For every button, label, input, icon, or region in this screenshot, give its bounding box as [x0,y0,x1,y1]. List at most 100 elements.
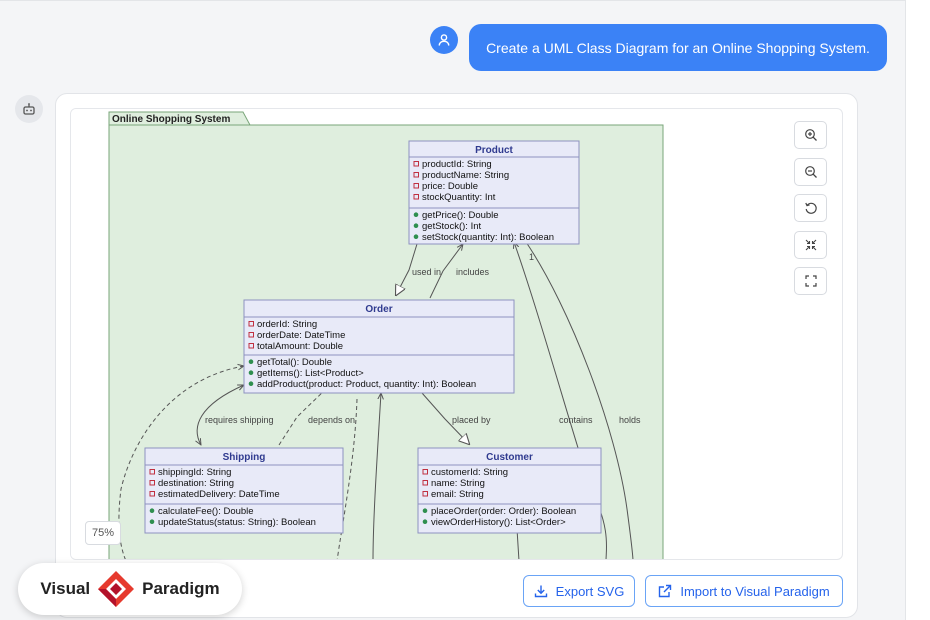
public-visibility-icon [422,519,428,524]
visual-paradigm-logo: Visual Paradigm [18,563,242,615]
import-to-visual-paradigm-button[interactable]: Import to Visual Paradigm [645,575,843,607]
logo-text-left: Visual [40,579,91,598]
class-name: Customer [486,452,533,463]
class-attribute: orderId: String [257,319,317,330]
private-visibility-icon [248,343,254,349]
private-visibility-icon [413,161,419,167]
label-holds: holds [619,415,641,425]
fullscreen-button[interactable] [794,267,827,295]
visual-paradigm-logo-icon [98,571,135,607]
private-visibility-icon [413,183,419,189]
public-visibility-icon [422,508,428,513]
class-method: addProduct(product: Product, quantity: I… [257,379,476,390]
relation-requires-shipping [197,385,244,445]
user-avatar [430,26,458,54]
class-attribute: productName: String [422,170,509,181]
label-requires-shipping: requires shipping [205,415,274,425]
class-attribute: productId: String [422,159,492,170]
public-visibility-icon [149,508,155,513]
public-visibility-icon [413,212,419,217]
zoom-in-button[interactable] [794,121,827,149]
diagram-canvas[interactable]: Online Shopping System used in includes … [70,108,843,560]
private-visibility-icon [413,172,419,178]
fit-view-button[interactable] [794,231,827,259]
relation-holds [525,241,634,559]
right-scroll-strip [905,0,930,620]
class-attribute: estimatedDelivery: DateTime [158,489,280,500]
class-method: updateStatus(status: String): Boolean [158,517,316,528]
top-divider [0,0,905,1]
private-visibility-icon [149,491,155,497]
relation-used-in [396,243,418,295]
bot-avatar [15,95,43,123]
class-box [243,299,515,394]
rotate-ccw-icon [804,202,817,214]
user-icon [438,34,450,46]
private-visibility-icon [422,480,428,486]
robot-icon [23,103,35,115]
class-name: Shipping [223,452,266,463]
external-link-icon [659,584,672,598]
class-attribute: destination: String [158,478,234,489]
class-attribute: price: Double [422,181,478,192]
relation-dashed-center [336,398,358,559]
user-message: Create a UML Class Diagram for an Online… [469,24,887,71]
public-visibility-icon [413,234,419,239]
relation-includes [429,244,463,299]
reset-view-button[interactable] [794,194,827,222]
diagram-card: Online Shopping System used in includes … [55,93,858,618]
export-svg-button[interactable]: Export SVG [523,575,635,607]
class-box [417,447,602,534]
public-visibility-icon [248,359,254,364]
class-name: Product [475,145,513,156]
label-contains: contains [559,415,593,425]
private-visibility-icon [422,469,428,475]
class-method: placeOrder(order: Order): Boolean [431,506,576,517]
export-svg-label: Export SVG [555,583,625,599]
private-visibility-icon [149,480,155,486]
private-visibility-icon [422,491,428,497]
class-method: setStock(quantity: Int): Boolean [422,232,554,243]
class-box [408,140,580,245]
public-visibility-icon [248,381,254,387]
uml-class-diagram: Online Shopping System used in includes … [71,109,667,559]
package-name: Online Shopping System [112,114,230,125]
label-multiplicity: 1 [529,252,534,262]
shrink-icon [805,239,816,251]
label-depends-on: depends on [308,415,355,425]
zoom-out-icon [804,166,817,178]
private-visibility-icon [248,332,254,338]
zoom-level-indicator: 75% [85,521,121,545]
download-icon [534,585,547,598]
class-method: viewOrderHistory(): List<Order> [431,517,566,528]
class-attribute: name: String [431,478,485,489]
class-attribute: shippingId: String [158,467,231,478]
label-used-in: used in [412,267,441,277]
public-visibility-icon [149,519,155,524]
relation-dashed-left [118,366,244,559]
logo-text-right: Paradigm [142,579,220,598]
class-attribute: email: String [431,489,484,500]
private-visibility-icon [149,469,155,475]
import-vp-label: Import to Visual Paradigm [680,583,830,599]
class-attribute: stockQuantity: Int [422,192,496,203]
class-method: getTotal(): Double [257,357,332,368]
class-attribute: customerId: String [431,467,508,478]
label-includes: includes [456,267,490,277]
class-box [144,447,344,534]
class-attribute: totalAmount: Double [257,341,343,352]
class-name: Order [365,304,392,315]
class-method: getStock(): Int [422,221,481,232]
private-visibility-icon [413,194,419,200]
class-attribute: orderDate: DateTime [257,330,345,341]
fullscreen-icon [804,275,817,287]
zoom-out-button[interactable] [794,158,827,186]
public-visibility-icon [413,223,419,228]
class-method: getItems(): List<Product> [257,368,364,379]
relation-order-to-bottom [372,393,381,559]
